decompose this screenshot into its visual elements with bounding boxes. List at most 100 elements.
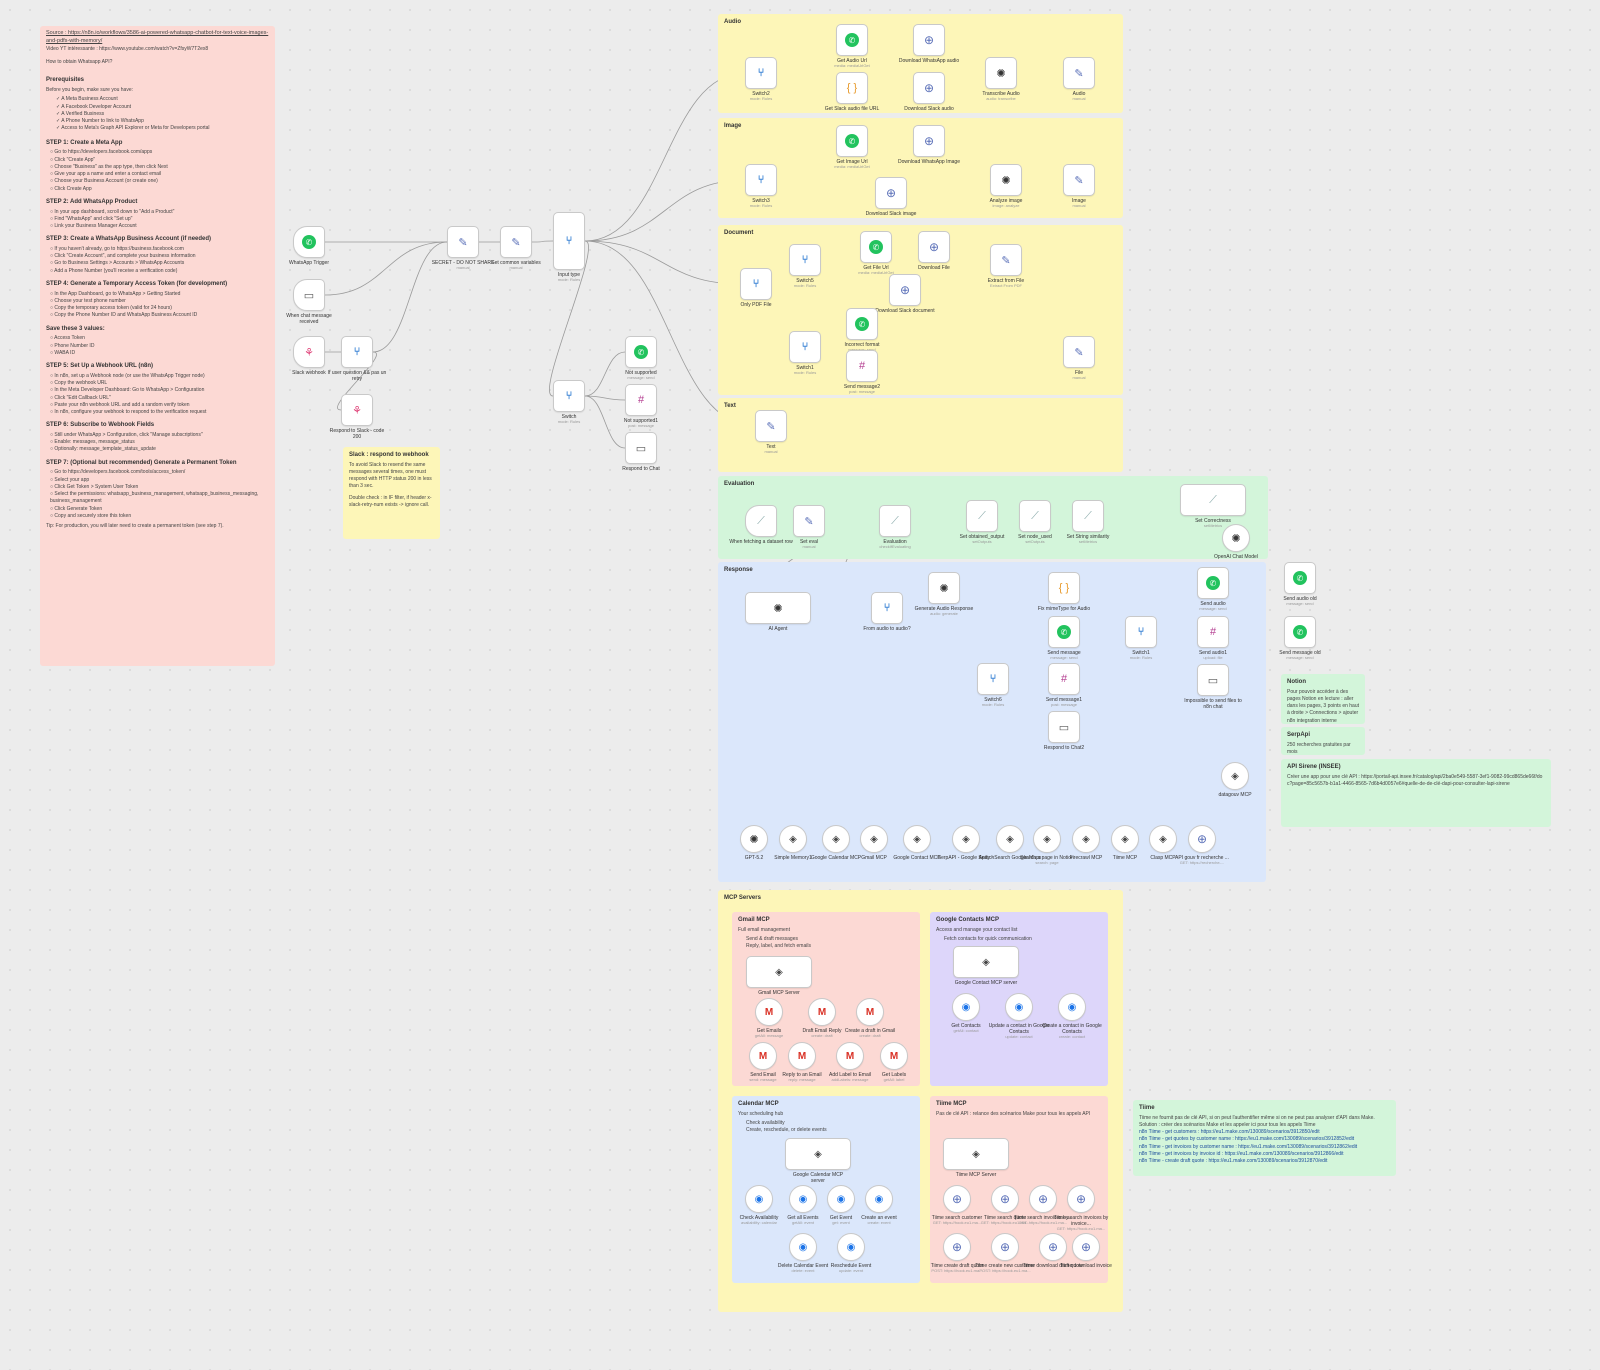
node-ti-quote[interactable]: ⊕ — [991, 1185, 1019, 1213]
node-dl-slack-audio[interactable]: ⊕ — [913, 72, 945, 104]
node-switch2[interactable]: ⑂ — [745, 57, 777, 89]
node-cal-resched[interactable]: ◉ — [837, 1233, 865, 1261]
node-respond-slack[interactable]: ⚘ — [341, 394, 373, 426]
node-slack-audio-url[interactable]: { } — [836, 72, 868, 104]
node-t-tiime[interactable]: ◈ — [1111, 825, 1139, 853]
node-tiime-server[interactable]: ◈ — [943, 1138, 1009, 1170]
node-t-apify[interactable]: ◈ — [996, 825, 1024, 853]
node-switch-c[interactable]: ⑂ — [789, 331, 821, 363]
tiime-link[interactable]: n8n Tiime - get invoices by invoice id :… — [1139, 1150, 1344, 1157]
node-ti-dlinv[interactable]: ⊕ — [1072, 1233, 1100, 1261]
node-gc-create[interactable]: ◉ — [1058, 993, 1086, 1021]
node-cal-create[interactable]: ◉ — [865, 1185, 893, 1213]
node-ti-cust[interactable]: ⊕ — [943, 1185, 971, 1213]
node-audio-set[interactable]: ✎ — [1063, 57, 1095, 89]
node-switch5[interactable]: ⑂ — [789, 244, 821, 276]
node-switch3[interactable]: ⑂ — [745, 164, 777, 196]
node-ti-draft[interactable]: ⊕ — [943, 1233, 971, 1261]
node-t-apigouv[interactable]: ⊕ — [1188, 825, 1216, 853]
node-incorrect-format[interactable]: ✆ — [846, 308, 878, 340]
tiime-link[interactable]: n8n Tiime - create draft quote : https:/… — [1139, 1158, 1328, 1165]
node-gc-update[interactable]: ◉ — [1005, 993, 1033, 1021]
node-wa-trigger[interactable]: ✆ — [293, 226, 325, 258]
node-send-audio-old[interactable]: ✆ — [1284, 562, 1316, 594]
node-text-set[interactable]: ✎ — [755, 410, 787, 442]
node-send-message1[interactable]: # — [1048, 663, 1080, 695]
node-from-audio[interactable]: ⑂ — [871, 592, 903, 624]
node-fix-mime[interactable]: { } — [1048, 572, 1080, 604]
node-gc-server[interactable]: ◈ — [953, 946, 1019, 978]
node-analyze-image[interactable]: ✺ — [990, 164, 1022, 196]
node-slack-webhook[interactable]: ⚘ — [293, 336, 325, 368]
node-send-msg-old[interactable]: ✆ — [1284, 616, 1316, 648]
node-set-correctness[interactable]: ⟋ — [1180, 484, 1246, 516]
node-dl-wa-audio[interactable]: ⊕ — [913, 24, 945, 56]
node-if-user[interactable]: ⑂ — [341, 336, 373, 368]
node-g-send[interactable]: M — [749, 1042, 777, 1070]
node-g-create-draft[interactable]: M — [856, 998, 884, 1026]
tiime-link[interactable]: n8n Tiime - get invoices by customer nam… — [1139, 1143, 1358, 1150]
node-switch-main[interactable]: ⑂ — [553, 380, 585, 412]
node-get-file-url[interactable]: ✆ — [860, 231, 892, 263]
node-t-clasp[interactable]: ◈ — [1149, 825, 1177, 853]
node-set-node-used[interactable]: ⟋ — [1019, 500, 1051, 532]
node-g-add-label[interactable]: M — [836, 1042, 864, 1070]
node-dl-slack-doc[interactable]: ⊕ — [889, 274, 921, 306]
node-set-obtained[interactable]: ⟋ — [966, 500, 998, 532]
node-image-set[interactable]: ✎ — [1063, 164, 1095, 196]
node-cal-server[interactable]: ◈ — [785, 1138, 851, 1170]
node-not-supported[interactable]: ✆ — [625, 336, 657, 368]
node-t-gmail[interactable]: ◈ — [860, 825, 888, 853]
node-send-audio1[interactable]: # — [1197, 616, 1229, 648]
node-t-gpt[interactable]: ✺ — [740, 825, 768, 853]
node-t-memory[interactable]: ◈ — [779, 825, 807, 853]
node-g-get[interactable]: M — [755, 998, 783, 1026]
node-openai-model[interactable]: ✺ — [1222, 524, 1250, 552]
node-respond-chat[interactable]: ▭ — [625, 432, 657, 464]
node-cal-avail[interactable]: ◉ — [745, 1185, 773, 1213]
node-send-message[interactable]: ✆ — [1048, 616, 1080, 648]
node-datagouv[interactable]: ◈ — [1221, 762, 1249, 790]
node-ai-agent[interactable]: ✺ — [745, 592, 811, 624]
node-impossible[interactable]: ▭ — [1197, 664, 1229, 696]
node-t-firecrawl[interactable]: ◈ — [1072, 825, 1100, 853]
node-ti-inv2[interactable]: ⊕ — [1067, 1185, 1095, 1213]
node-gc-get[interactable]: ◉ — [952, 993, 980, 1021]
tiime-link[interactable]: n8n Tiime - get quotes by customer name … — [1139, 1136, 1355, 1143]
tiime-link[interactable]: n8n Tiime - get customers : https://eu1.… — [1139, 1129, 1320, 1136]
node-eval-trigger[interactable]: ⟋ — [745, 505, 777, 537]
node-gmail-server[interactable]: ◈ — [746, 956, 812, 988]
node-get-image-url[interactable]: ✆ — [836, 125, 868, 157]
node-not-supported1[interactable]: # — [625, 384, 657, 416]
node-set-eval[interactable]: ✎ — [793, 505, 825, 537]
node-send-audio[interactable]: ✆ — [1197, 567, 1229, 599]
node-gen-audio[interactable]: ✺ — [928, 572, 960, 604]
node-dl-file[interactable]: ⊕ — [918, 231, 950, 263]
node-file-set[interactable]: ✎ — [1063, 336, 1095, 368]
node-g-draft-reply[interactable]: M — [808, 998, 836, 1026]
node-cal-all[interactable]: ◉ — [789, 1185, 817, 1213]
node-g-reply[interactable]: M — [788, 1042, 816, 1070]
node-dl-slack-image[interactable]: ⊕ — [875, 177, 907, 209]
video-link[interactable]: Video YT intéressante : https://www.yout… — [46, 45, 209, 52]
node-t-gcont[interactable]: ◈ — [903, 825, 931, 853]
node-t-serp[interactable]: ◈ — [952, 825, 980, 853]
node-g-labels[interactable]: M — [880, 1042, 908, 1070]
node-ti-inv[interactable]: ⊕ — [1029, 1185, 1057, 1213]
node-ti-dl[interactable]: ⊕ — [1039, 1233, 1067, 1261]
node-set-similarity[interactable]: ⟋ — [1072, 500, 1104, 532]
node-extract-file[interactable]: ✎ — [990, 244, 1022, 276]
node-switch1[interactable]: ⑂ — [1125, 616, 1157, 648]
node-evaluation[interactable]: ⟋ — [879, 505, 911, 537]
node-t-gcal[interactable]: ◈ — [822, 825, 850, 853]
node-get-audio-url[interactable]: ✆ — [836, 24, 868, 56]
node-common-vars[interactable]: ✎ — [500, 226, 532, 258]
node-t-notion[interactable]: ◈ — [1033, 825, 1061, 853]
node-transcribe[interactable]: ✺ — [985, 57, 1017, 89]
node-cal-get[interactable]: ◉ — [827, 1185, 855, 1213]
node-send-message2[interactable]: # — [846, 350, 878, 382]
source-link[interactable]: Source : https://n8n.io/workflows/3586-a… — [46, 30, 269, 44]
node-ti-newcust[interactable]: ⊕ — [991, 1233, 1019, 1261]
node-only-pdf[interactable]: ⑂ — [740, 268, 772, 300]
node-switch6[interactable]: ⑂ — [977, 663, 1009, 695]
